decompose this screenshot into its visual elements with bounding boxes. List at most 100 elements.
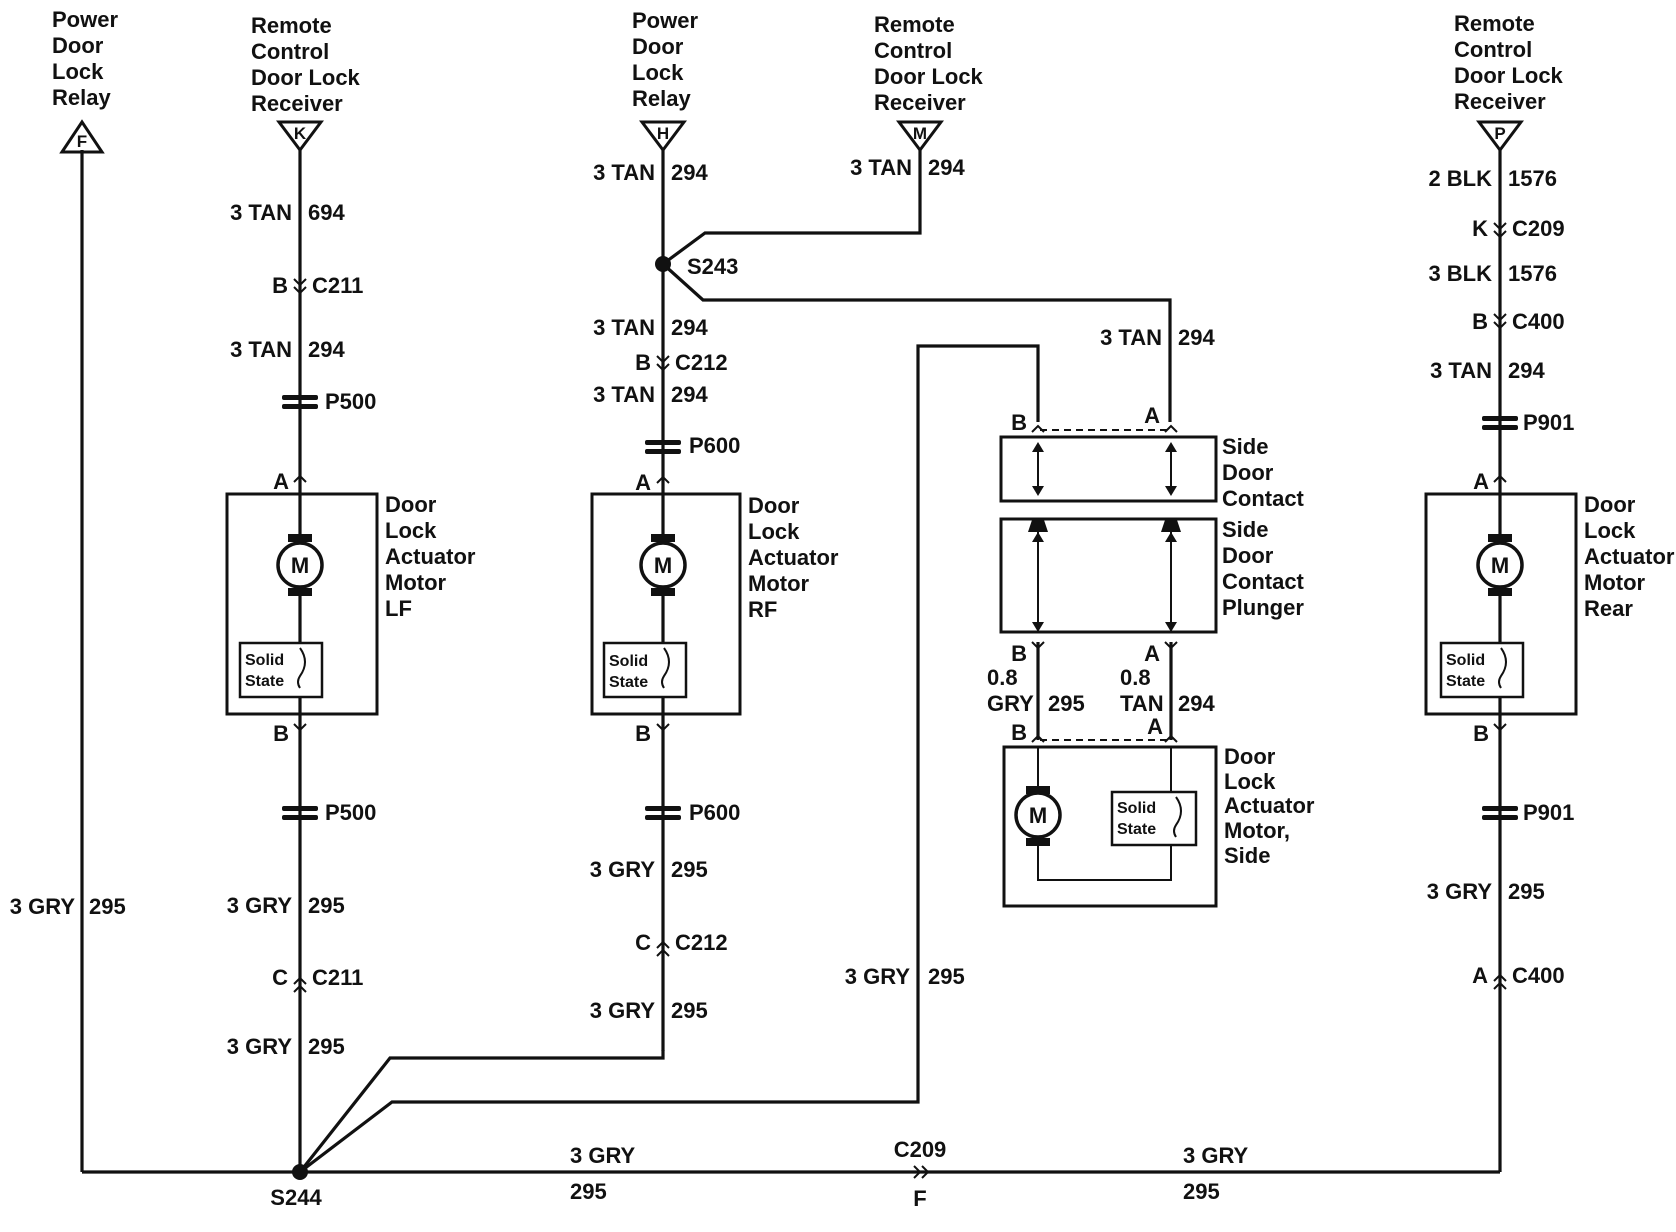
connector-c212-top — [656, 355, 670, 372]
connector-label: C211 — [312, 965, 363, 990]
wire-label-circuit: 295 — [1183, 1179, 1220, 1204]
rf-pin-a-label: A — [635, 470, 651, 495]
connector-c211-top — [293, 278, 307, 295]
lf-solid-state-switch — [297, 647, 306, 689]
side-solid-state-label: Solid State — [1117, 800, 1161, 838]
wire-label-color: 3 GRY — [590, 857, 656, 882]
side-plunger-pin-b-chevron — [1031, 641, 1045, 650]
side-contact-pin-b-label: B — [1011, 410, 1027, 435]
side-door-contact: B A B A Side Door Contact Side Door Cont… — [999, 403, 1310, 666]
receiver-m-label: Remote Control Door Lock Receiver — [874, 12, 989, 115]
wire-label-gauge: 0.8 — [987, 665, 1018, 690]
inline-label: P500 — [325, 800, 376, 825]
top-terminals: F K H M P — [59, 119, 1524, 154]
wire-label-color: TAN — [1120, 691, 1164, 716]
side-plunger-pin-a-label: A — [1144, 641, 1160, 666]
rear-solid-state-label: Solid State — [1446, 652, 1490, 690]
rf-pin-a-chevron — [656, 475, 670, 484]
rear-pin-b-chevron — [1493, 723, 1507, 732]
side-motor-pin-a-chevron — [1164, 734, 1178, 743]
rear-motor-symbol: M — [1491, 553, 1509, 578]
rear-actuator: A B M Solid State Door Lock Actuator Mot… — [1424, 469, 1675, 746]
rf-solid-state-label: Solid State — [609, 653, 653, 691]
relay-h-label: Power Door Lock Relay — [632, 8, 704, 111]
connector-pin-label: K — [1472, 216, 1488, 241]
wire-s244-rf — [298, 1050, 665, 1173]
lf-solid-state-label: Solid State — [245, 652, 289, 690]
side-contact-pin-a-label: A — [1144, 403, 1160, 428]
wire-label-color: 3 TAN — [1430, 358, 1492, 383]
splice-s243-label: S243 — [687, 254, 738, 279]
connector-label: C209 — [894, 1137, 947, 1162]
wire-label-color: 3 TAN — [593, 315, 655, 340]
side-motor-pin-a-label: A — [1147, 714, 1163, 739]
rear-motor-brush-bottom — [1488, 588, 1512, 596]
wire-label-circuit: 294 — [671, 160, 708, 185]
terminal-f — [59, 119, 105, 154]
wire-label-circuit: 294 — [1178, 691, 1215, 716]
side-contact-pin-a-chevron — [1164, 424, 1178, 433]
terminal-h — [639, 120, 687, 153]
wire-label-color: 3 TAN — [1100, 325, 1162, 350]
rf-solid-state-box — [602, 641, 688, 699]
connector-c212-bottom — [656, 940, 670, 957]
terminal-m — [896, 120, 944, 153]
side-actuator: B A M Solid State Door Lock Actuator Mot… — [1002, 714, 1321, 908]
lf-pin-a-chevron — [293, 474, 307, 483]
wire-label-color: 3 TAN — [230, 200, 292, 225]
wire-label-circuit: 295 — [671, 998, 708, 1023]
side-actuator-label: Door Lock Actuator Motor, Side — [1224, 744, 1321, 868]
wire-label-circuit: 1576 — [1508, 261, 1557, 286]
wire-label-circuit: 294 — [671, 382, 708, 407]
wire-label-circuit: 295 — [89, 894, 126, 919]
connector-c209-rear — [1493, 222, 1507, 239]
wire-s244-side — [299, 344, 1040, 1174]
lf-solid-state-box — [238, 641, 324, 699]
side-actuator-box — [1002, 745, 1218, 908]
wire-label-color: 3 TAN — [850, 155, 912, 180]
wire-label-color: 3 GRY — [1183, 1143, 1249, 1168]
side-motor-symbol: M — [1029, 803, 1047, 828]
rf-motor-brush-bottom — [651, 588, 675, 596]
lf-motor-brush-top — [288, 534, 312, 542]
wire-label-color: 2 BLK — [1428, 166, 1492, 191]
side-plunger-pin-a-chevron — [1164, 641, 1178, 650]
rf-actuator: A B M Solid State Door Lock Actuator Mot… — [590, 470, 845, 746]
wire-label-circuit: 294 — [671, 315, 708, 340]
rf-pin-b-label: B — [635, 721, 651, 746]
rf-motor-symbol: M — [654, 553, 672, 578]
side-solid-state-box — [1110, 790, 1198, 847]
side-motor-pin-b-label: B — [1011, 720, 1027, 745]
wire-label-gauge: 0.8 — [1120, 665, 1151, 690]
lf-pin-b-label: B — [273, 721, 289, 746]
wire-label-color: 3 GRY — [590, 998, 656, 1023]
receiver-p-label: Remote Control Door Lock Receiver — [1454, 11, 1569, 114]
inline-p500-top — [282, 395, 318, 409]
rear-motor-icon — [1476, 541, 1524, 589]
inline-p901-top — [1482, 416, 1518, 430]
side-plunger-label: Side Door Contact Plunger — [1222, 517, 1310, 620]
receiver-k-label: Remote Control Door Lock Receiver — [251, 13, 366, 116]
wire-label-color: 3 GRY — [570, 1143, 636, 1168]
rf-component-label: Door Lock Actuator Motor RF — [748, 493, 845, 622]
splices: S243 S244 — [270, 254, 738, 1210]
rear-pin-a-chevron — [1493, 474, 1507, 483]
side-plunger-box — [999, 517, 1218, 634]
terminal-k — [276, 120, 324, 153]
lf-component-label: Door Lock Actuator Motor LF — [385, 492, 482, 621]
lf-motor-brush-bottom — [288, 588, 312, 596]
wire-label-color: 3 TAN — [230, 337, 292, 362]
side-solid-state-switch — [1173, 796, 1182, 838]
side-motor-brush-bottom — [1026, 838, 1050, 846]
rear-motor-brush-top — [1488, 534, 1512, 542]
connector-label: C211 — [312, 273, 363, 298]
side-motor-brush-top — [1026, 786, 1050, 794]
terminal-k-label: K — [294, 124, 307, 143]
inline-p600-bottom — [645, 806, 681, 820]
wire-label-color: 3 TAN — [593, 160, 655, 185]
terminal-p — [1476, 120, 1524, 153]
inline-p600-top — [645, 440, 681, 454]
connector-label: C212 — [675, 350, 728, 375]
connector-c211-bottom — [293, 976, 307, 993]
